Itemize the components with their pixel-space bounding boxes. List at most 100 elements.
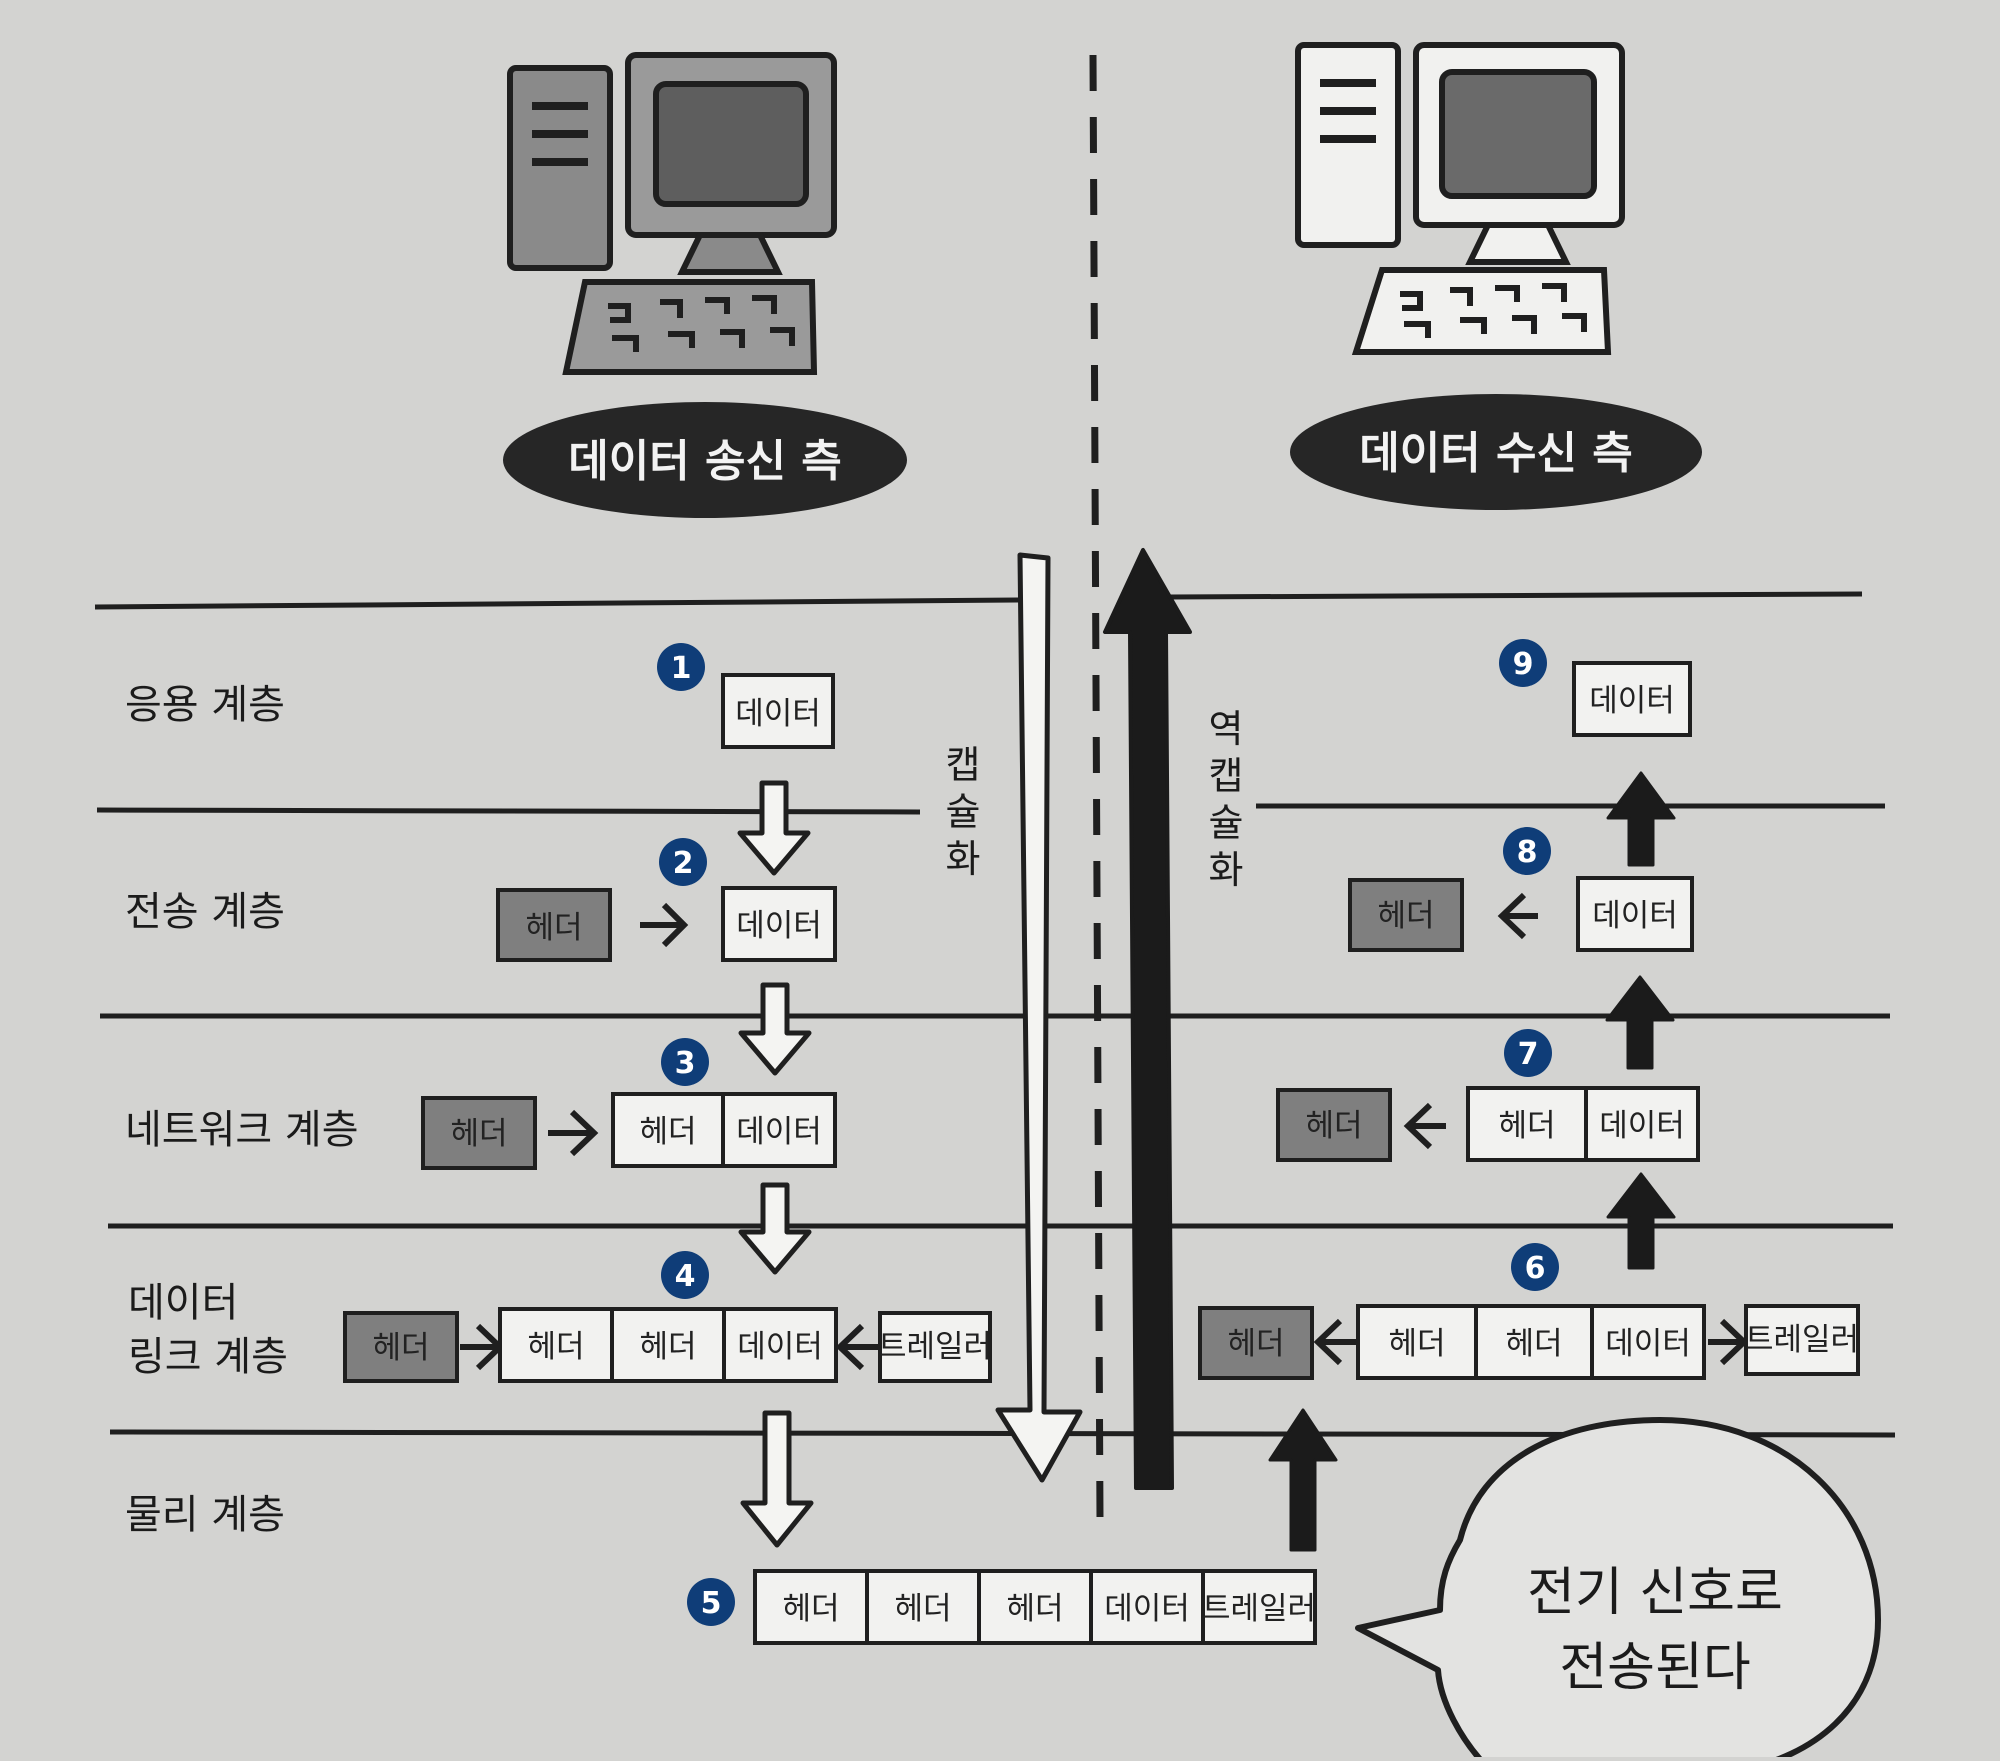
arrow-right-icon xyxy=(1708,1318,1749,1366)
step-badge-8: 8 xyxy=(1503,827,1551,875)
svg-text:7: 7 xyxy=(1518,1037,1539,1072)
svg-text:5: 5 xyxy=(701,1586,722,1621)
step-badge-5: 5 xyxy=(687,1578,735,1626)
packet-header-box: 헤더 xyxy=(611,1092,725,1168)
receiver-label-pill: 데이터 수신 측 xyxy=(1290,394,1702,510)
svg-text:헤더: 헤더 xyxy=(1227,1326,1284,1362)
encapsulation-label: 캡 슐 화 xyxy=(935,735,993,885)
arrow-left-icon xyxy=(1403,1102,1446,1150)
packet-header-box: 헤더 xyxy=(753,1569,869,1645)
svg-text:캡: 캡 xyxy=(946,743,981,787)
svg-text:2: 2 xyxy=(673,846,694,881)
svg-text:데이터: 데이터 xyxy=(1592,898,1678,934)
svg-text:헤더: 헤더 xyxy=(639,1114,696,1150)
svg-text:4: 4 xyxy=(675,1259,696,1294)
svg-text:헤더: 헤더 xyxy=(1505,1326,1562,1362)
svg-text:데이터: 데이터 xyxy=(735,696,821,732)
packet-header-box: 헤더 xyxy=(496,888,612,962)
svg-text:트레일러: 트레일러 xyxy=(1745,1322,1859,1358)
packet-header-box: 헤더 xyxy=(1348,878,1464,952)
step-badge-7: 7 xyxy=(1504,1029,1552,1077)
svg-text:1: 1 xyxy=(671,651,692,686)
step-badge-6: 6 xyxy=(1511,1243,1559,1291)
layer-label-network: 네트워크 계층 xyxy=(125,1107,359,1153)
packet-data-box: 데이터 xyxy=(1584,1086,1700,1162)
up-arrow-icon xyxy=(1606,771,1676,867)
packet-header-box: 헤더 xyxy=(343,1311,459,1383)
layer-label-application: 응용 계층 xyxy=(125,682,285,728)
packet-trailer-box: 트레일러 xyxy=(878,1311,992,1383)
svg-text:헤더: 헤더 xyxy=(527,1329,584,1365)
layer-label-physical: 물리 계층 xyxy=(125,1492,285,1538)
packet-data-box: 데이터 xyxy=(1576,876,1694,952)
packet-header-box: 헤더 xyxy=(1198,1306,1314,1380)
svg-text:헤더: 헤더 xyxy=(1006,1591,1063,1627)
step-badge-3: 3 xyxy=(661,1038,709,1086)
encapsulation-arrow-icon xyxy=(995,552,1083,1483)
svg-text:헤더: 헤더 xyxy=(450,1116,507,1152)
arrow-right-icon xyxy=(548,1109,599,1157)
svg-text:헤더: 헤더 xyxy=(639,1329,696,1365)
up-arrow-icon xyxy=(1268,1408,1338,1552)
packet-header-box: 헤더 xyxy=(1276,1088,1392,1162)
svg-text:헤더: 헤더 xyxy=(1377,898,1434,934)
step-badge-2: 2 xyxy=(659,838,707,886)
packet-data-box: 데이터 xyxy=(1089,1569,1205,1645)
packet-data-box: 데이터 xyxy=(1590,1304,1706,1380)
layer-label-datalink-1: 데이터 xyxy=(128,1280,238,1326)
svg-text:헤더: 헤더 xyxy=(894,1591,951,1627)
packet-trailer-box: 트레일러 xyxy=(1201,1569,1317,1645)
svg-text:화: 화 xyxy=(946,837,981,881)
receiver-computer-icon xyxy=(1298,45,1625,355)
svg-text:데이터: 데이터 xyxy=(736,908,822,944)
packet-header-box: 헤더 xyxy=(498,1307,614,1383)
packet-data-box: 데이터 xyxy=(722,1307,838,1383)
svg-text:캡: 캡 xyxy=(1209,754,1244,798)
svg-text:데이터: 데이터 xyxy=(1599,1108,1685,1144)
svg-text:헤더: 헤더 xyxy=(782,1591,839,1627)
sender-label-pill: 데이터 송신 측 xyxy=(503,402,907,518)
packet-data-box: 데이터 xyxy=(721,673,835,749)
svg-text:데이터: 데이터 xyxy=(737,1329,823,1365)
down-arrow-icon xyxy=(740,1410,814,1548)
receiver-label: 데이터 수신 측 xyxy=(1359,428,1633,479)
down-arrow-icon xyxy=(737,780,811,876)
arrow-right-icon xyxy=(640,902,689,948)
svg-text:화: 화 xyxy=(1209,848,1244,892)
svg-text:헤더: 헤더 xyxy=(1305,1108,1362,1144)
packet-header-box: 헤더 xyxy=(1356,1304,1478,1380)
sender-computer-icon xyxy=(510,52,837,375)
svg-text:트레일러: 트레일러 xyxy=(878,1329,992,1365)
svg-text:슐: 슐 xyxy=(946,790,981,834)
decapsulation-label: 역 캡 슐 화 xyxy=(1196,700,1256,900)
speech-bubble: 전기 신호로 전송된다 xyxy=(1355,1417,1881,1761)
layer-label-datalink-2: 링크 계층 xyxy=(128,1334,288,1380)
up-arrow-icon xyxy=(1605,975,1675,1070)
layer-label-transport: 전송 계층 xyxy=(125,889,285,935)
step-badge-1: 1 xyxy=(657,643,705,691)
arrow-left-icon xyxy=(1497,892,1538,940)
down-arrow-icon xyxy=(738,982,812,1076)
network-divider xyxy=(1089,54,1104,1521)
arrow-left-icon xyxy=(835,1323,878,1371)
bubble-line-1: 전기 신호로 xyxy=(1527,1563,1783,1623)
svg-text:슐: 슐 xyxy=(1209,801,1244,845)
up-arrow-icon xyxy=(1606,1172,1676,1270)
svg-text:데이터: 데이터 xyxy=(1104,1591,1190,1627)
bubble-line-2: 전송된다 xyxy=(1559,1638,1750,1698)
svg-text:3: 3 xyxy=(675,1046,696,1081)
arrow-left-icon xyxy=(1313,1318,1356,1366)
packet-trailer-box: 트레일러 xyxy=(1744,1304,1860,1376)
packet-data-box: 데이터 xyxy=(721,886,837,962)
svg-text:데이터: 데이터 xyxy=(1589,683,1675,719)
packet-header-box: 헤더 xyxy=(1474,1304,1594,1380)
sender-label: 데이터 송신 측 xyxy=(568,436,842,487)
svg-text:9: 9 xyxy=(1513,647,1534,682)
svg-text:데이터: 데이터 xyxy=(1605,1326,1691,1362)
svg-text:데이터: 데이터 xyxy=(736,1114,822,1150)
svg-text:헤더: 헤더 xyxy=(1388,1326,1445,1362)
svg-text:트레일러: 트레일러 xyxy=(1202,1591,1316,1627)
step-badge-4: 4 xyxy=(661,1251,709,1299)
decapsulation-arrow-icon xyxy=(1103,548,1192,1490)
